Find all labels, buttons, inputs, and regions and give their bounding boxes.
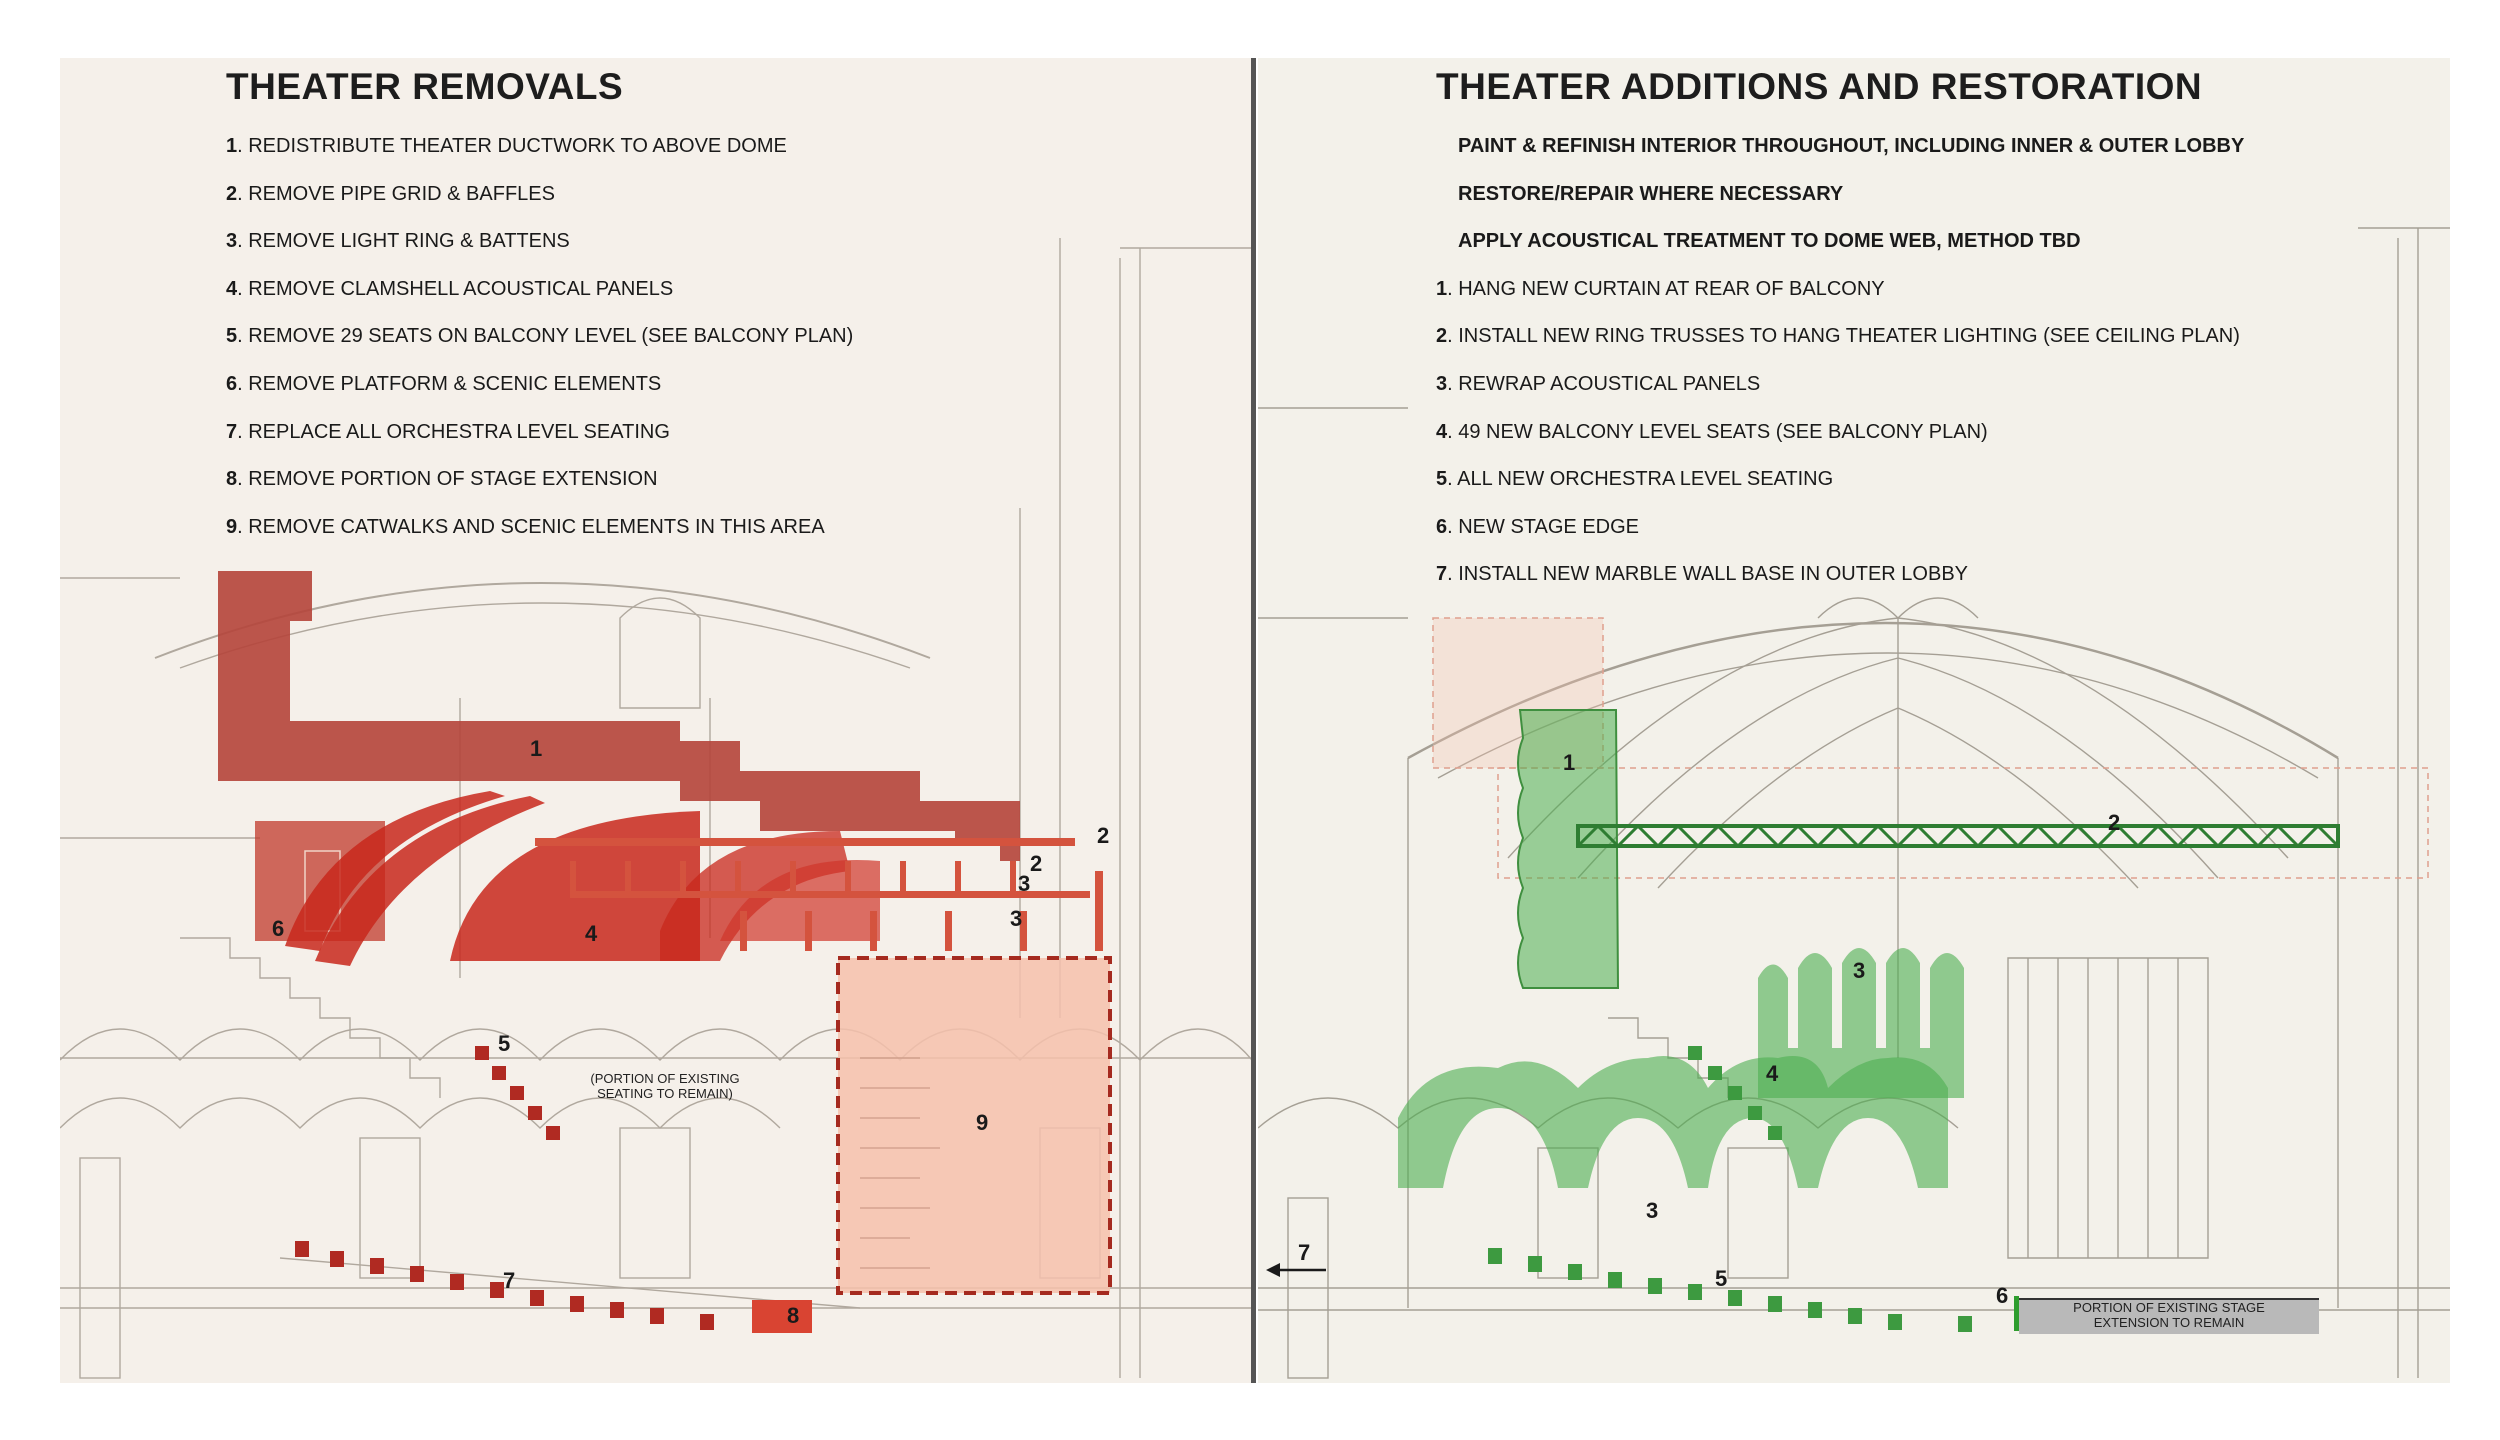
callout-addition-5: 5 (1715, 1266, 1728, 1291)
addition-note-6: 6. NEW STAGE EDGE (1436, 515, 1639, 538)
addition-note-3: 3. REWRAP ACOUSTICAL PANELS (1436, 372, 1761, 395)
acoustical-panels-lower (1398, 1056, 1948, 1188)
outer-lobby-arrow (1266, 1263, 1326, 1277)
removal-note-9: 9. REMOVE CATWALKS AND SCENIC ELEMENTS I… (226, 515, 825, 538)
catwalk-area-notes (860, 1057, 940, 1269)
clamshell-panel-1 (285, 791, 505, 951)
new-balcony-seats (1688, 1046, 1782, 1140)
callout-addition-1: 1 (1563, 750, 1576, 775)
callout-addition-3a: 3 (1853, 958, 1866, 983)
removal-note-6: 6. REMOVE PLATFORM & SCENIC ELEMENTS (226, 372, 662, 395)
removal-note-7: 7. REPLACE ALL ORCHESTRA LEVEL SEATING (226, 420, 670, 443)
callout-removal-2b: 2 (1030, 851, 1043, 876)
callout-removal-1: 1 (530, 736, 543, 761)
additions-drawing (1258, 227, 2450, 1379)
callout-removal-5: 5 (498, 1031, 511, 1056)
callout-removal-3b: 3 (1010, 906, 1023, 931)
callout-removal-2a: 2 (1097, 823, 1110, 848)
addition-note-4: 4. 49 NEW BALCONY LEVEL SEATS (SEE BALCO… (1436, 420, 1988, 443)
removal-note-5: 5. REMOVE 29 SEATS ON BALCONY LEVEL (SEE… (226, 325, 854, 348)
new-ring-truss (1576, 823, 2340, 849)
light-ring-bar (570, 891, 1090, 898)
removal-note-1: 1. REDISTRIBUTE THEATER DUCTWORK TO ABOV… (226, 135, 787, 157)
callout-removal-3a: 3 (1018, 871, 1031, 896)
new-orchestra-seats (1488, 1248, 1972, 1332)
catwalk-removal-area (836, 956, 1112, 1295)
balcony-seats-removal (475, 1046, 560, 1140)
callout-removal-6: 6 (272, 916, 285, 941)
removal-note-2: 2. REMOVE PIPE GRID & BAFFLES (226, 182, 555, 205)
existing-seating-note: (PORTION OF EXISTING SEATING TO REMAIN) (590, 1071, 740, 1101)
removals-drawing (60, 238, 1252, 1379)
callout-addition-4: 4 (1766, 1061, 1779, 1086)
orchestra-seats-removal (295, 1241, 714, 1330)
additions-title: THEATER ADDITIONS AND RESTORATION (1436, 66, 2203, 107)
callout-addition-2: 2 (2108, 810, 2121, 835)
clamshell-panel-5 (720, 860, 880, 941)
new-stage-edge (2014, 1296, 2019, 1331)
addition-note-7: 7. INSTALL NEW MARBLE WALL BASE IN OUTER… (1436, 563, 1968, 586)
removals-panel: THEATER REMOVALS 1. REDISTRIBUTE THEATER… (60, 58, 1252, 1383)
stage-extension-removal (752, 1300, 812, 1333)
callout-removal-8: 8 (787, 1303, 800, 1328)
general-note-paint: PAINT & REFINISH INTERIOR THROUGHOUT, IN… (1458, 135, 2245, 157)
stage-extension-note: PORTION OF EXISTING STAGE EXTENSION TO R… (2019, 1298, 2319, 1334)
general-note-acoustic: APPLY ACOUSTICAL TREATMENT TO DOME WEB, … (1458, 230, 2081, 253)
addition-note-2: 2. INSTALL NEW RING TRUSSES TO HANG THEA… (1436, 325, 2240, 348)
removals-title: THEATER REMOVALS (226, 66, 624, 107)
additions-panel: THEATER ADDITIONS AND RESTORATION PAINT … (1258, 58, 2450, 1383)
removals-list: 1. REDISTRIBUTE THEATER DUCTWORK TO ABOV… (226, 134, 853, 562)
pipe-grid-bar (535, 838, 1075, 846)
addition-note-5: 5. ALL NEW ORCHESTRA LEVEL SEATING (1436, 468, 1834, 491)
panel-divider (1251, 58, 1256, 1383)
callout-addition-3b: 3 (1646, 1198, 1659, 1223)
additions-list: PAINT & REFINISH INTERIOR THROUGHOUT, IN… (1436, 134, 2244, 610)
removal-note-4: 4. REMOVE CLAMSHELL ACOUSTICAL PANELS (226, 277, 674, 300)
clamshell-panel-2 (315, 796, 545, 966)
callout-addition-7: 7 (1298, 1240, 1311, 1265)
general-note-restore: RESTORE/REPAIR WHERE NECESSARY (1458, 182, 1844, 205)
callout-addition-6: 6 (1996, 1283, 2009, 1308)
new-curtain (1517, 709, 1620, 989)
callout-removal-9: 9 (976, 1110, 989, 1135)
removal-note-3: 3. REMOVE LIGHT RING & BATTENS (226, 230, 570, 253)
callout-removal-4: 4 (585, 921, 598, 946)
ductwork-removal (218, 571, 1020, 861)
addition-note-1: 1. HANG NEW CURTAIN AT REAR OF BALCONY (1436, 277, 1885, 300)
ghost-pipe-grid (1497, 767, 2429, 879)
battens (570, 861, 1103, 951)
removal-note-8: 8. REMOVE PORTION OF STAGE EXTENSION (226, 468, 658, 491)
callout-removal-7: 7 (503, 1268, 516, 1293)
